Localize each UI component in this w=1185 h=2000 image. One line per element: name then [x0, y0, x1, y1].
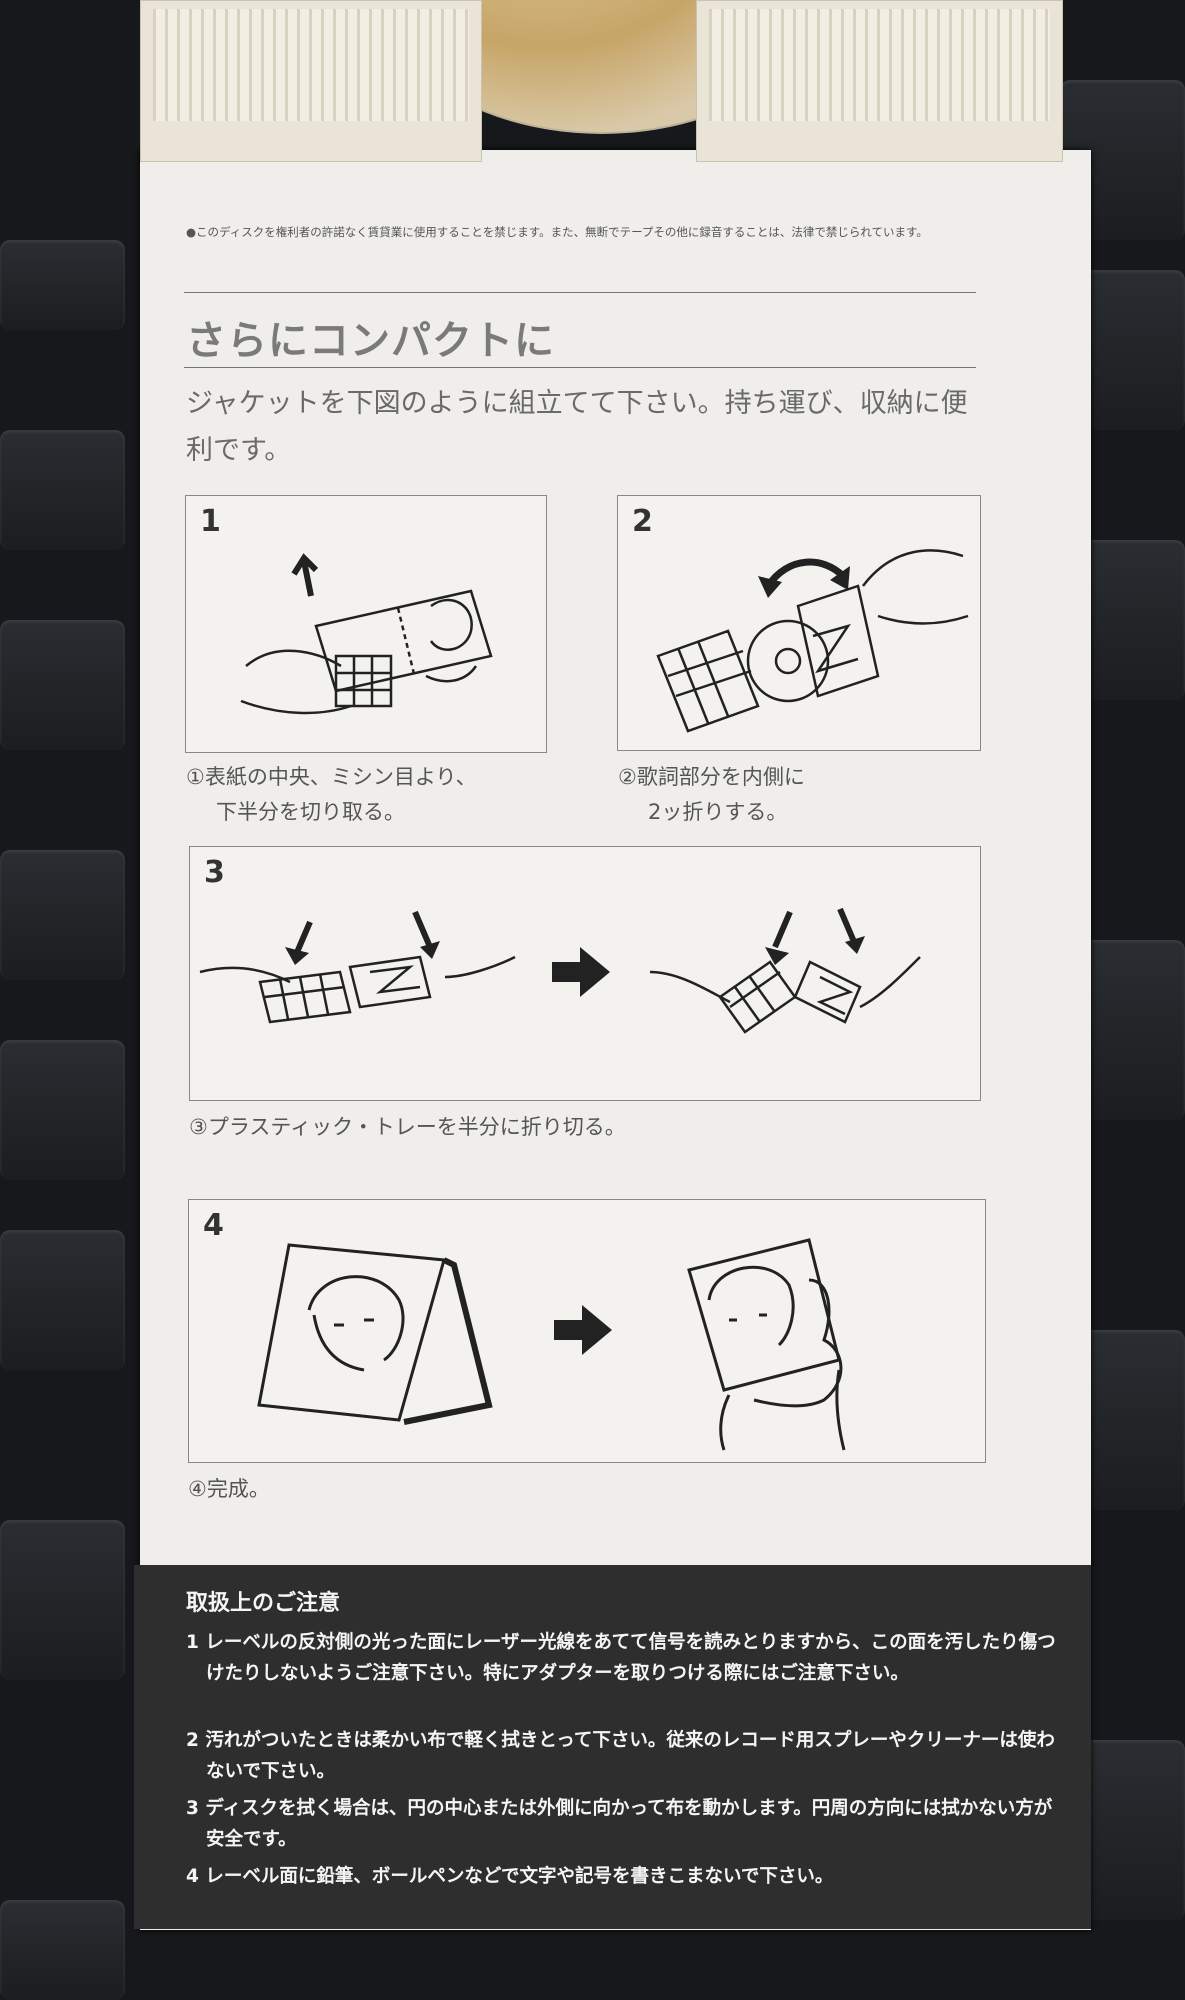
arrow-right-icon — [554, 1305, 612, 1355]
step-2-panel: 2 — [617, 495, 981, 751]
page-title: さらにコンパクトに — [186, 317, 555, 364]
caption-line: 下半分を切り取る。 — [216, 800, 405, 824]
arrow-right-icon — [552, 947, 610, 997]
step-3-panel: 3 — [189, 846, 981, 1101]
step-1-panel: 1 — [185, 495, 547, 753]
step-number: 1 — [200, 504, 221, 539]
disc-holder-right — [696, 0, 1063, 162]
precautions-title: 取扱上のご注意 — [186, 1591, 341, 1616]
precaution-item: 1 レーベルの反対側の光った面にレーザー光線をあてて信号を読みとりますから、この… — [186, 1632, 1056, 1684]
step-4-illustration — [257, 1238, 846, 1451]
disc-holder-left — [140, 0, 482, 162]
precaution-item: 3 ディスクを拭く場合は、円の中心または外側に向かって布を動かします。円周の方向… — [186, 1798, 1053, 1850]
step-number: 4 — [203, 1208, 224, 1243]
keyboard-key — [0, 430, 125, 550]
copyright-notice: ●このディスクを権利者の許諾なく賃貸業に使用することを禁じます。また、無断でテー… — [186, 225, 928, 239]
keyboard-key — [0, 1040, 125, 1180]
keyboard-key — [0, 850, 125, 980]
keyboard-key — [0, 240, 125, 330]
step-number: 3 — [204, 855, 225, 890]
keyboard-key — [0, 620, 125, 750]
intro-text: ジャケットを下図のように組立てて下さい。持ち運び、収納に便利です。 — [186, 388, 968, 466]
step-4-panel: 4 — [188, 1199, 986, 1463]
step-1-caption: ①表紙の中央、ミシン目より、 下半分を切り取る。 — [186, 760, 477, 830]
caption-line: ①表紙の中央、ミシン目より、 — [186, 765, 477, 789]
step-number: 2 — [632, 504, 653, 539]
step-4-caption: ④完成。 — [188, 1477, 270, 1501]
step-3-caption: ③プラスティック・トレーを半分に折り切る。 — [189, 1115, 626, 1139]
keyboard-key — [0, 1520, 125, 1680]
divider — [184, 292, 976, 293]
divider — [184, 367, 976, 368]
caption-line: ②歌詞部分を内側に — [618, 765, 805, 789]
step-2-illustration — [656, 549, 969, 733]
keyboard-key — [0, 1900, 125, 2000]
caption-line: 2ッ折りする。 — [648, 800, 788, 824]
precaution-item: 4 レーベル面に鉛筆、ボールペンなどで文字や記号を書きこまないで下さい。 — [186, 1866, 834, 1887]
precaution-item: 2 汚れがついたときは柔かい布で軽く拭きとって下さい。従来のレコード用スプレーや… — [186, 1730, 1055, 1782]
step-3-illustration — [199, 907, 921, 1034]
keyboard-key — [0, 1230, 125, 1370]
handling-precautions: 取扱上のご注意 1 レーベルの反対側の光った面にレーザー光線をあてて信号を読みと… — [134, 1565, 1091, 1929]
step-1-illustration — [240, 553, 493, 715]
step-2-caption: ②歌詞部分を内側に 2ッ折りする。 — [618, 760, 805, 830]
